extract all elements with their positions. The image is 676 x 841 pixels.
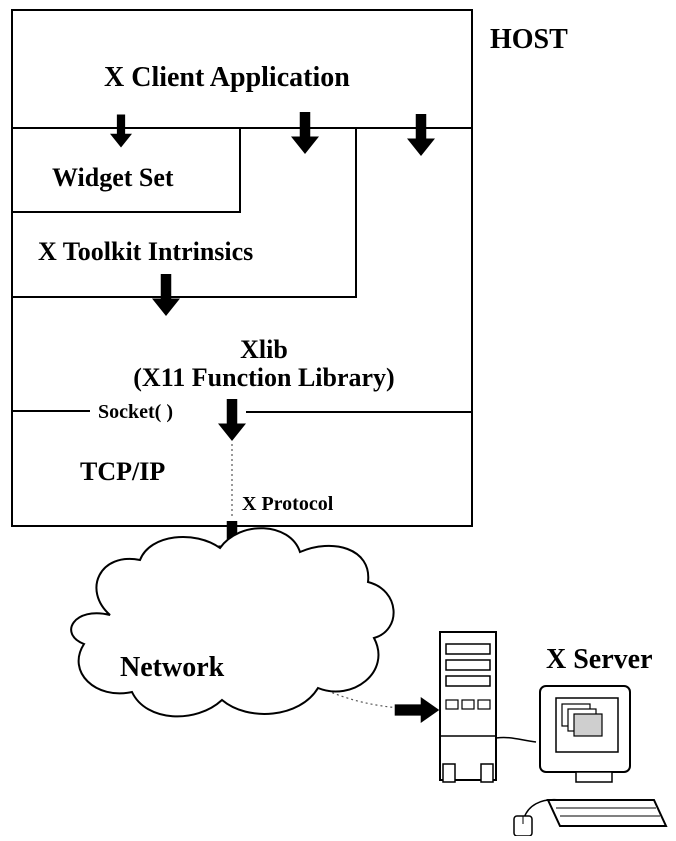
arrow-to-widget-set xyxy=(110,114,132,148)
client-app-label: X Client Application xyxy=(104,62,350,93)
host-label: HOST xyxy=(490,24,568,55)
arrow-to-xlib xyxy=(152,274,180,316)
x-protocol-label: X Protocol xyxy=(242,493,334,515)
x-server-label: X Server xyxy=(546,644,653,675)
toolkit-label: X Toolkit Intrinsics xyxy=(38,237,253,266)
server-tower-icon xyxy=(439,631,497,783)
xlib-label: Xlib xyxy=(240,335,288,364)
widget-set-label: Widget Set xyxy=(52,163,174,192)
arrow-to-server xyxy=(394,697,440,723)
arrow-to-socket xyxy=(218,399,246,441)
arrow-to-toolkit xyxy=(291,112,319,154)
mouse-cable xyxy=(523,798,561,819)
cloud-icon xyxy=(70,527,395,718)
network-label: Network xyxy=(120,652,225,683)
arrow-to-xlib-from-app xyxy=(407,114,435,156)
toolkit-box xyxy=(12,128,357,298)
xlib-sublabel: (X11 Function Library) xyxy=(133,363,394,392)
mouse-icon xyxy=(513,815,533,837)
cable xyxy=(495,736,537,743)
workstation-icon xyxy=(539,685,668,827)
host-box xyxy=(11,9,473,527)
widget-set-box xyxy=(12,128,241,213)
tcpip-label: TCP/IP xyxy=(80,457,165,486)
socket-label: Socket( ) xyxy=(98,401,173,423)
